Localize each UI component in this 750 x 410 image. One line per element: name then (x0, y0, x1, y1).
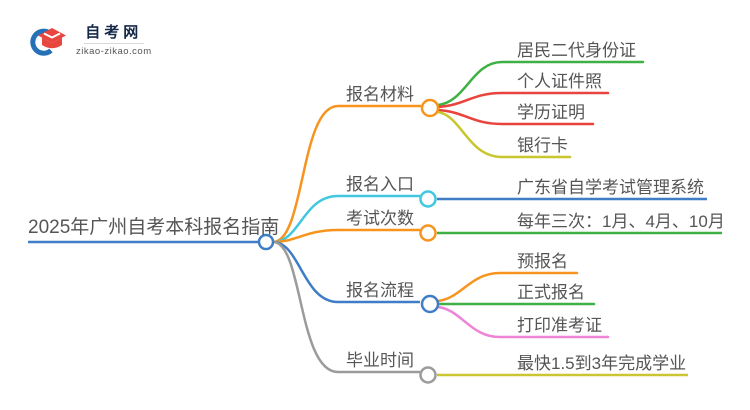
branch-exam-times[interactable]: 考试次数 (346, 209, 414, 228)
leaf-formal-registration[interactable]: 正式报名 (517, 283, 585, 302)
connector-root-exam-times (271, 228, 340, 244)
logo-title: 自考网 (85, 24, 143, 41)
connector-bank-card (436, 110, 572, 159)
branch-entrance[interactable]: 报名入口 (346, 175, 414, 194)
exam-times-node-handle[interactable] (419, 224, 437, 242)
connector-pre-registration (436, 271, 579, 303)
leaf-exam-schedule[interactable]: 每年三次：1月、4月、10月 (517, 212, 725, 231)
materials-node-handle[interactable] (420, 98, 440, 118)
leaf-bank-card[interactable]: 银行卡 (517, 136, 568, 155)
connector-root-graduation (271, 240, 340, 374)
process-node-handle[interactable] (420, 294, 440, 314)
logo-domain: zikao-zikao.com (76, 46, 152, 57)
connector-photo (436, 91, 610, 109)
site-logo[interactable]: 自考网 zikao-zikao.com (30, 22, 152, 60)
connector-id-card (436, 60, 645, 107)
leaf-id-card[interactable]: 居民二代身份证 (517, 41, 636, 60)
entrance-node-handle[interactable] (419, 190, 437, 208)
connector-education-proof (436, 108, 595, 126)
connector-print-admission (436, 305, 610, 339)
leaf-print-admission[interactable]: 打印准考证 (517, 316, 602, 335)
leaf-photo[interactable]: 个人证件照 (517, 72, 602, 91)
branch-materials[interactable]: 报名材料 (346, 85, 414, 104)
leaf-pre-registration[interactable]: 预报名 (517, 252, 568, 271)
branch-graduation-time[interactable]: 毕业时间 (346, 351, 414, 370)
root-node-handle[interactable] (257, 233, 275, 251)
connector-root-materials (271, 104, 340, 244)
graduation-node-handle[interactable] (419, 366, 437, 384)
leaf-education-proof[interactable]: 学历证明 (517, 103, 585, 122)
graduation-cap-logo-icon (30, 28, 66, 56)
leaf-system[interactable]: 广东省自学考试管理系统 (517, 178, 704, 197)
branch-process[interactable]: 报名流程 (346, 281, 414, 300)
root-node-title[interactable]: 2025年广州自考本科报名指南 (28, 217, 280, 238)
logo-divider (83, 43, 144, 44)
connector-root-process (271, 240, 340, 304)
leaf-study-duration[interactable]: 最快1.5到3年完成学业 (517, 354, 687, 373)
